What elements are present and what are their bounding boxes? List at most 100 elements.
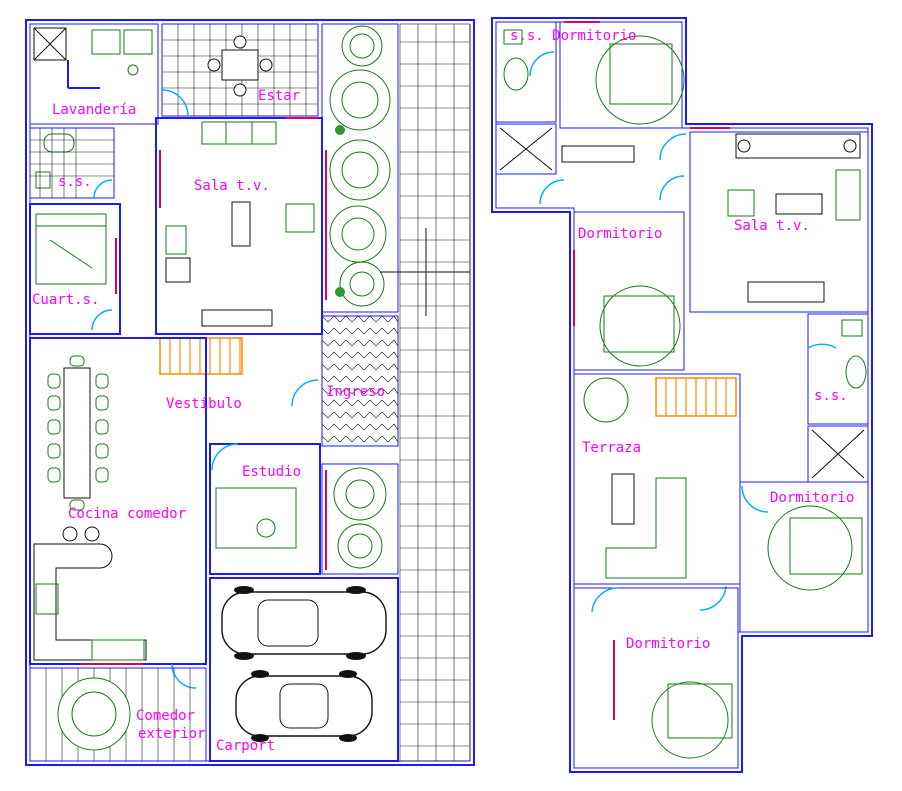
kitchen-counter-icon bbox=[33, 543, 147, 661]
rug-icon-bed2 bbox=[767, 505, 853, 591]
tv-stand-icon bbox=[201, 309, 273, 327]
door-service-bedroom bbox=[91, 309, 113, 331]
label-estar: Estar bbox=[258, 88, 300, 104]
label-dormitorio-3: Dormitorio bbox=[626, 636, 710, 652]
label-exterior: exterior bbox=[138, 726, 205, 742]
sink-icon bbox=[43, 133, 75, 153]
kitchen-sink-icon bbox=[91, 639, 145, 661]
shower-upper bbox=[495, 123, 557, 175]
door-bedroom-2 bbox=[741, 485, 769, 513]
door-bedroom-1 bbox=[539, 179, 565, 205]
door-study bbox=[211, 443, 239, 471]
bed-icon-bed3 bbox=[667, 683, 733, 739]
sink-icon-upper bbox=[503, 57, 529, 91]
tv-room-upper bbox=[689, 131, 869, 313]
garden-strip bbox=[321, 23, 399, 313]
closet-icon bbox=[561, 145, 635, 163]
coffee-table-upper bbox=[775, 193, 823, 215]
patio-table-icon bbox=[221, 49, 259, 81]
dining-table-icon bbox=[63, 367, 91, 499]
bedroom-3 bbox=[573, 587, 739, 769]
bathroom-ground bbox=[29, 127, 115, 199]
sink-icon-right bbox=[845, 355, 867, 389]
garden-plants bbox=[329, 25, 391, 307]
label-sala-upper: Sala t.v. bbox=[734, 218, 810, 234]
label-ingreso: Ingreso bbox=[326, 384, 385, 400]
door-bath-right bbox=[807, 343, 837, 349]
armchair-person-icon bbox=[285, 203, 315, 233]
round-table-icon bbox=[57, 677, 131, 751]
label-carport: Carport bbox=[216, 738, 275, 754]
tile-grid-bath bbox=[30, 128, 114, 198]
ground-floor: Lavandería s.s. Cuart.s. Estar Sala t.v.… bbox=[25, 19, 475, 766]
dining-chairs bbox=[47, 355, 109, 511]
herringbone-pattern bbox=[321, 315, 399, 443]
armchair-icon-upper bbox=[727, 189, 755, 217]
door-upper-sala bbox=[659, 133, 687, 161]
stair-steps-ground bbox=[169, 338, 241, 374]
label-cuartos: Cuart.s. bbox=[32, 292, 99, 308]
sidewalk-rows bbox=[400, 41, 470, 747]
bedroom-2 bbox=[739, 481, 869, 633]
cabinet-icon bbox=[165, 257, 191, 283]
outdoor-dining bbox=[29, 667, 207, 762]
door-entry bbox=[291, 379, 319, 407]
carport bbox=[209, 577, 399, 762]
service-bedroom bbox=[29, 203, 121, 335]
label-vestibulo: Vestíbulo bbox=[166, 396, 242, 412]
label-estudio: Estudio bbox=[242, 464, 301, 480]
sofa-side-icon bbox=[835, 169, 861, 221]
terrace-sofa-icon bbox=[605, 477, 687, 579]
ground-floor-outline bbox=[25, 19, 475, 766]
rug-icon-bed1 bbox=[599, 285, 681, 367]
door-estar bbox=[161, 89, 189, 117]
rug-icon-bed3 bbox=[651, 681, 729, 759]
rug-icon-master bbox=[595, 35, 685, 125]
label-ss-ground: s.s. bbox=[58, 174, 92, 190]
toilet-icon-right bbox=[841, 319, 863, 337]
label-comedor: Comedor bbox=[136, 708, 195, 724]
sidewalk-grid bbox=[399, 23, 471, 762]
label-ss-upper: s.s. bbox=[814, 388, 848, 404]
upper-floor-outline bbox=[491, 17, 873, 773]
coffee-table-icon bbox=[231, 201, 251, 247]
bed-icon-master bbox=[609, 43, 673, 105]
door-hall-upper bbox=[659, 175, 685, 201]
bed-icon-bed1 bbox=[603, 295, 675, 353]
terrace-plant-icon bbox=[583, 377, 629, 423]
door-upper-bath bbox=[529, 51, 555, 77]
stair-steps-upper bbox=[665, 378, 727, 416]
dryer-icon bbox=[123, 29, 153, 55]
toilet-icon bbox=[35, 171, 51, 189]
terrace-table-icon bbox=[611, 473, 635, 525]
bed-icon-service bbox=[35, 213, 107, 285]
master-bedroom bbox=[559, 21, 683, 129]
car-icon-top bbox=[221, 586, 387, 660]
garden-strip-lower bbox=[321, 463, 399, 575]
washer-icon bbox=[91, 29, 121, 55]
door-bath-ground bbox=[93, 179, 113, 199]
estar-area bbox=[161, 23, 319, 117]
bed-icon-bed2 bbox=[789, 517, 863, 575]
label-cocina-comedor: Cocina comedor bbox=[68, 506, 186, 522]
laundry-room bbox=[29, 23, 159, 125]
label-sala-ground: Sala t.v. bbox=[194, 178, 270, 194]
shower-icon bbox=[33, 27, 67, 61]
desk-icon bbox=[215, 487, 297, 549]
chair-icon-study bbox=[256, 518, 276, 538]
sofa-icon-upper bbox=[735, 133, 861, 159]
upper-floor: s.s. Dormitorio Sala t.v. Dormitorio Ter… bbox=[491, 17, 873, 773]
label-lavanderia: Lavandería bbox=[52, 102, 136, 118]
car-icon-bottom bbox=[235, 670, 373, 742]
label-ss-dormitorio: s.s. Dormitorio bbox=[510, 28, 636, 44]
toilet-icon-upper bbox=[503, 29, 523, 45]
label-dormitorio-1: Dormitorio bbox=[578, 226, 662, 242]
armchair-icon bbox=[165, 225, 187, 255]
study-room bbox=[209, 443, 321, 575]
label-dormitorio-2: Dormitorio bbox=[770, 490, 854, 506]
tv-stand-upper bbox=[747, 281, 825, 303]
stove-icon bbox=[35, 583, 59, 615]
door-terrace bbox=[699, 585, 727, 611]
sofa-icon-ground bbox=[201, 121, 277, 145]
